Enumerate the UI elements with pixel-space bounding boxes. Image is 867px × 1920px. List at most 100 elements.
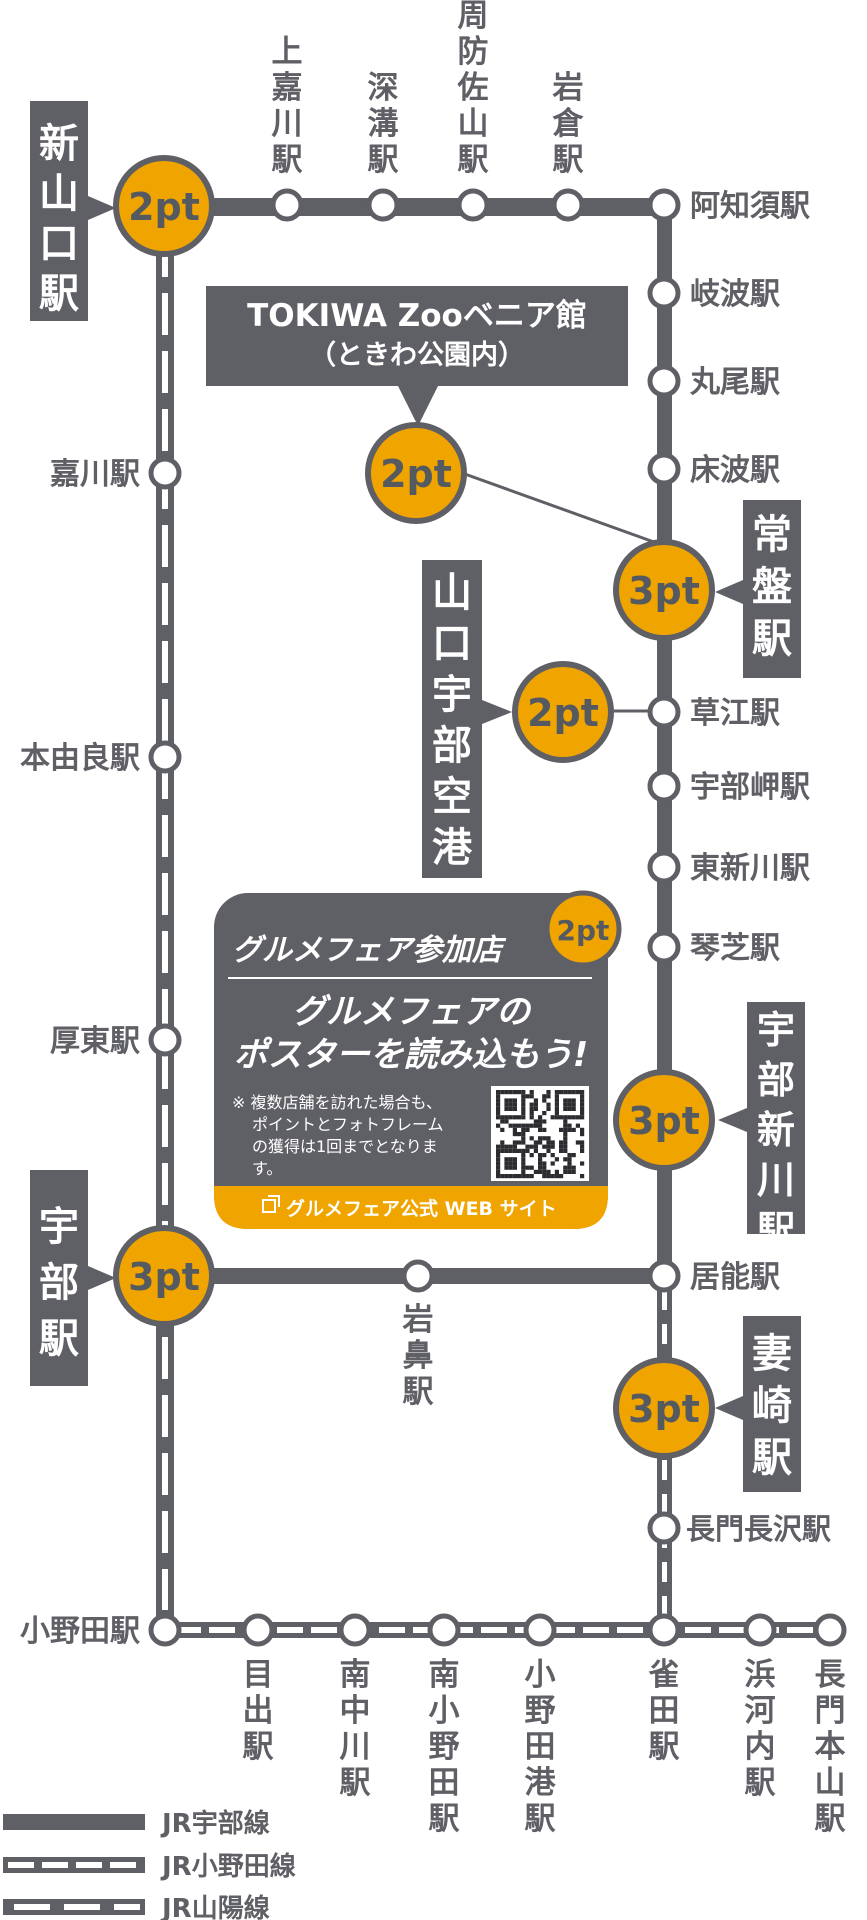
station-label-inou: 居能駅 xyxy=(690,1260,780,1295)
station-marker-higashishinkawa xyxy=(647,850,681,884)
gourmet-note-2: ポイントとフォトフレーム xyxy=(252,1115,444,1134)
station-label-hamakochi: 浜河内駅 xyxy=(745,1657,776,1801)
station-marker-tokonami xyxy=(647,452,681,486)
station-marker-onodako xyxy=(523,1613,557,1647)
sign-airport-text: 山口宇部空港 xyxy=(432,570,473,871)
station-label-iwahana: 岩鼻駅 xyxy=(402,1302,434,1410)
gourmet-headline-1: グルメフェアの xyxy=(292,992,532,1032)
station-marker-motoyura xyxy=(148,740,182,774)
station-label-nagatonagasawa: 長門長沢駅 xyxy=(686,1512,831,1546)
sign-tokiwa-text: 常盤駅 xyxy=(752,512,792,662)
gourmet-headline-2: ポスターを読み込もう! xyxy=(234,1035,589,1075)
station-label-kotoshiba: 琴芝駅 xyxy=(690,931,780,966)
point-badge-tsumazaki-text: 3pt xyxy=(628,1387,700,1431)
station-label-iwakura: 岩倉駅 xyxy=(552,70,585,178)
station-label-kusae: 草江駅 xyxy=(690,696,780,731)
legend-sanyo-line: JR山陽線 xyxy=(3,1893,270,1920)
sign-shinyamaguchi: 新山口駅 xyxy=(30,101,116,321)
point-badge-tokiwa-zoo-text: 2pt xyxy=(380,452,452,496)
station-marker-suosayama xyxy=(456,188,490,222)
station-marker-kinami xyxy=(647,276,681,310)
zoo-title: TOKIWA Zooベニア館 xyxy=(247,298,587,334)
station-label-onoda: 小野田駅 xyxy=(20,1614,140,1649)
point-badge-tsumazaki: 3pt xyxy=(613,1357,715,1459)
station-marker-maruo xyxy=(647,364,681,398)
station-marker-minamionoda xyxy=(427,1613,461,1647)
station-label-minaminakagawa: 南中川駅 xyxy=(340,1657,371,1801)
station-marker-kamikawa xyxy=(270,188,304,222)
station-marker-kagawa xyxy=(148,456,182,490)
legend-ube-line: JR宇部線 xyxy=(3,1808,270,1839)
legend-onoda-line: JR小野田線 xyxy=(3,1851,296,1882)
station-marker-nagatomotoyama xyxy=(813,1613,847,1647)
point-badge-airport-text: 2pt xyxy=(527,691,599,735)
sign-ubeshinkawa-text: 宇部新川駅 xyxy=(757,1008,795,1252)
station-marker-kusae xyxy=(647,695,681,729)
station-label-onodako: 小野田港駅 xyxy=(525,1657,557,1837)
legend-ube-label: JR宇部線 xyxy=(160,1808,270,1839)
external-window-icon xyxy=(262,1195,280,1213)
gourmet-web-label: グルメフェア公式 WEB サイト xyxy=(286,1197,557,1220)
station-marker-onoda xyxy=(148,1613,182,1647)
station-label-suzumeda: 雀田駅 xyxy=(649,1657,680,1765)
point-badge-shinyamaguchi: 2pt xyxy=(113,155,215,257)
sign-ubeshinkawa: 宇部新川駅 xyxy=(718,1002,805,1252)
legend-onoda-label: JR小野田線 xyxy=(160,1851,296,1882)
point-badge-ube-text: 3pt xyxy=(128,1255,200,1299)
jr-sanyo-line-left xyxy=(156,208,174,1636)
point-badge-gourmet: 2pt xyxy=(544,890,622,968)
legend: JR宇部線 JR小野田線 JR山陽線 xyxy=(3,1808,296,1920)
station-label-ato: 厚東駅 xyxy=(50,1024,140,1059)
point-badge-airport: 2pt xyxy=(512,661,614,763)
station-marker-inou xyxy=(647,1259,681,1293)
station-markers xyxy=(148,188,847,1647)
point-badge-ubeshinkawa-text: 3pt xyxy=(628,1099,700,1143)
gourmet-web-link[interactable]: グルメフェア公式 WEB サイト xyxy=(262,1195,557,1220)
station-label-maruo: 丸尾駅 xyxy=(689,365,780,400)
station-label-tokonami: 床波駅 xyxy=(690,453,780,488)
station-label-medeyashi: 目出駅 xyxy=(243,1657,274,1765)
station-label-suosayama: 周防佐山駅 xyxy=(457,0,489,178)
sign-tokiwa: 常盤駅 xyxy=(715,500,801,678)
station-label-nagatomotoyama: 長門本山駅 xyxy=(815,1657,847,1837)
station-label-ajisu: 阿知須駅 xyxy=(690,189,810,224)
point-badge-tokiwa: 3pt xyxy=(613,539,715,641)
point-badge-shinyamaguchi-text: 2pt xyxy=(128,185,200,229)
station-marker-hamakochi xyxy=(743,1613,777,1647)
sign-airport: 山口宇部空港 xyxy=(422,560,512,878)
station-label-fukamizo: 深溝駅 xyxy=(368,70,399,178)
station-marker-medeyashi xyxy=(241,1613,275,1647)
point-badge-ube: 3pt xyxy=(113,1225,215,1327)
gourmet-note-1: ※ 複数店舗を訪れた場合も、 xyxy=(232,1093,442,1112)
zoo-connector xyxy=(461,471,666,548)
station-label-kamikawa: 上嘉川駅 xyxy=(272,34,303,178)
sign-tsumazaki-text: 妻崎駅 xyxy=(752,1331,792,1481)
station-marker-ato xyxy=(148,1023,182,1057)
station-label-motoyura: 本由良駅 xyxy=(20,741,140,776)
station-marker-kotoshiba xyxy=(647,930,681,964)
station-label-minamionoda: 南小野田駅 xyxy=(429,1657,460,1837)
sign-tsumazaki: 妻崎駅 xyxy=(715,1316,801,1492)
point-badge-ubeshinkawa: 3pt xyxy=(613,1069,715,1171)
zoo-subtitle: （ときわ公園内） xyxy=(309,340,525,371)
sign-ube: 宇部駅 xyxy=(30,1170,116,1386)
station-marker-ubemisaki xyxy=(647,769,681,803)
station-label-kinami: 岐波駅 xyxy=(690,277,780,312)
zoo-callout: TOKIWA Zooベニア館 （ときわ公園内） xyxy=(206,286,628,426)
point-badge-tokiwa-text: 3pt xyxy=(628,569,700,613)
station-label-higashishinkawa: 東新川駅 xyxy=(690,851,810,886)
point-badge-gourmet-text: 2pt xyxy=(557,914,610,947)
station-marker-iwahana xyxy=(401,1259,435,1293)
station-marker-iwakura xyxy=(551,188,585,222)
station-marker-suzumeda xyxy=(647,1613,681,1647)
legend-sanyo-label: JR山陽線 xyxy=(160,1893,270,1920)
qr-code[interactable] xyxy=(491,1086,589,1181)
station-marker-fukamizo xyxy=(366,188,400,222)
station-label-kagawa: 嘉川駅 xyxy=(50,457,140,492)
station-label-ubemisaki: 宇部岬駅 xyxy=(690,770,810,805)
gourmet-note-4: す。 xyxy=(252,1159,282,1178)
point-badge-tokiwa-zoo: 2pt xyxy=(365,422,467,524)
sign-ube-text: 宇部駅 xyxy=(39,1204,79,1362)
station-marker-ajisu xyxy=(647,188,681,222)
